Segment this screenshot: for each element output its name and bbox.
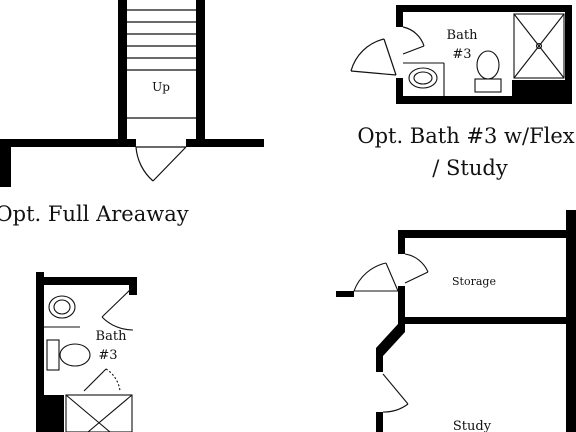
storage-label: Storage [452, 275, 496, 288]
bath-top-shower [513, 13, 565, 79]
bath-top-wall-right [565, 5, 572, 104]
stair-wall-right [196, 0, 205, 140]
bath-top-toilet [474, 50, 502, 93]
bath-top-wall-left-upper [396, 5, 403, 27]
bath-bot-shower [65, 368, 133, 432]
ss-wall-left-mid [398, 286, 405, 332]
ss-wall-left-lower [376, 350, 383, 372]
areaway-wall-return [0, 139, 11, 187]
ss-wall-right [566, 210, 576, 432]
bath-bot-label-1: Bath [96, 329, 128, 344]
stair-wall-left [118, 0, 127, 140]
areaway-wall-left [0, 139, 136, 147]
stair-treads [127, 9, 196, 71]
caption-bath3-flex-line1: Opt. Bath #3 w/Flex [357, 124, 574, 148]
caption-bath3-flex-line2: / Study [432, 156, 508, 180]
bath-top-sink [403, 62, 445, 96]
areaway-wall-right [186, 139, 264, 147]
bath-bot-wall-right [129, 277, 137, 295]
bath-top-wall-upper [396, 5, 572, 12]
bath-top-wall-lower [396, 96, 572, 104]
bath-bot-toilet [46, 339, 91, 371]
bath-top-door [350, 26, 425, 76]
ss-wall-left-bottom [376, 412, 383, 432]
bath-bot-wall-left-block [36, 395, 64, 432]
caption-full-areaway: Opt. Full Areaway [0, 202, 189, 226]
storage-study-plan: Storage Study [336, 210, 576, 432]
areaway-door [135, 146, 187, 182]
bath3-bottom-plan: Bath #3 [36, 272, 137, 432]
bath3-top-plan: Bath #3 Opt. Bath #3 w/Flex / Study [350, 5, 575, 180]
bath-bot-sink [44, 295, 80, 328]
ss-wall-stub [336, 291, 354, 297]
ss-wall-left-upper [398, 230, 405, 254]
study-label: Study [453, 419, 492, 432]
ss-wall-top [398, 230, 568, 238]
study-door [382, 373, 409, 413]
bath-top-wall-block [512, 80, 572, 104]
bath-bot-label-2: #3 [98, 348, 117, 363]
ss-wall-angled [376, 324, 405, 356]
bath-top-wall-left-lower [396, 78, 403, 104]
stair-up-label: Up [152, 80, 170, 94]
storage-door [353, 253, 429, 292]
bath-bot-door-upper [101, 286, 134, 331]
bath-top-label-2: #3 [452, 47, 471, 62]
ss-wall-divider [398, 317, 568, 324]
full-areaway-plan: Up Opt. Full Areaway [0, 0, 264, 226]
bath-top-label-1: Bath [447, 28, 479, 43]
bath-bot-wall-left [36, 272, 44, 432]
bath-bot-wall-top [36, 277, 136, 285]
